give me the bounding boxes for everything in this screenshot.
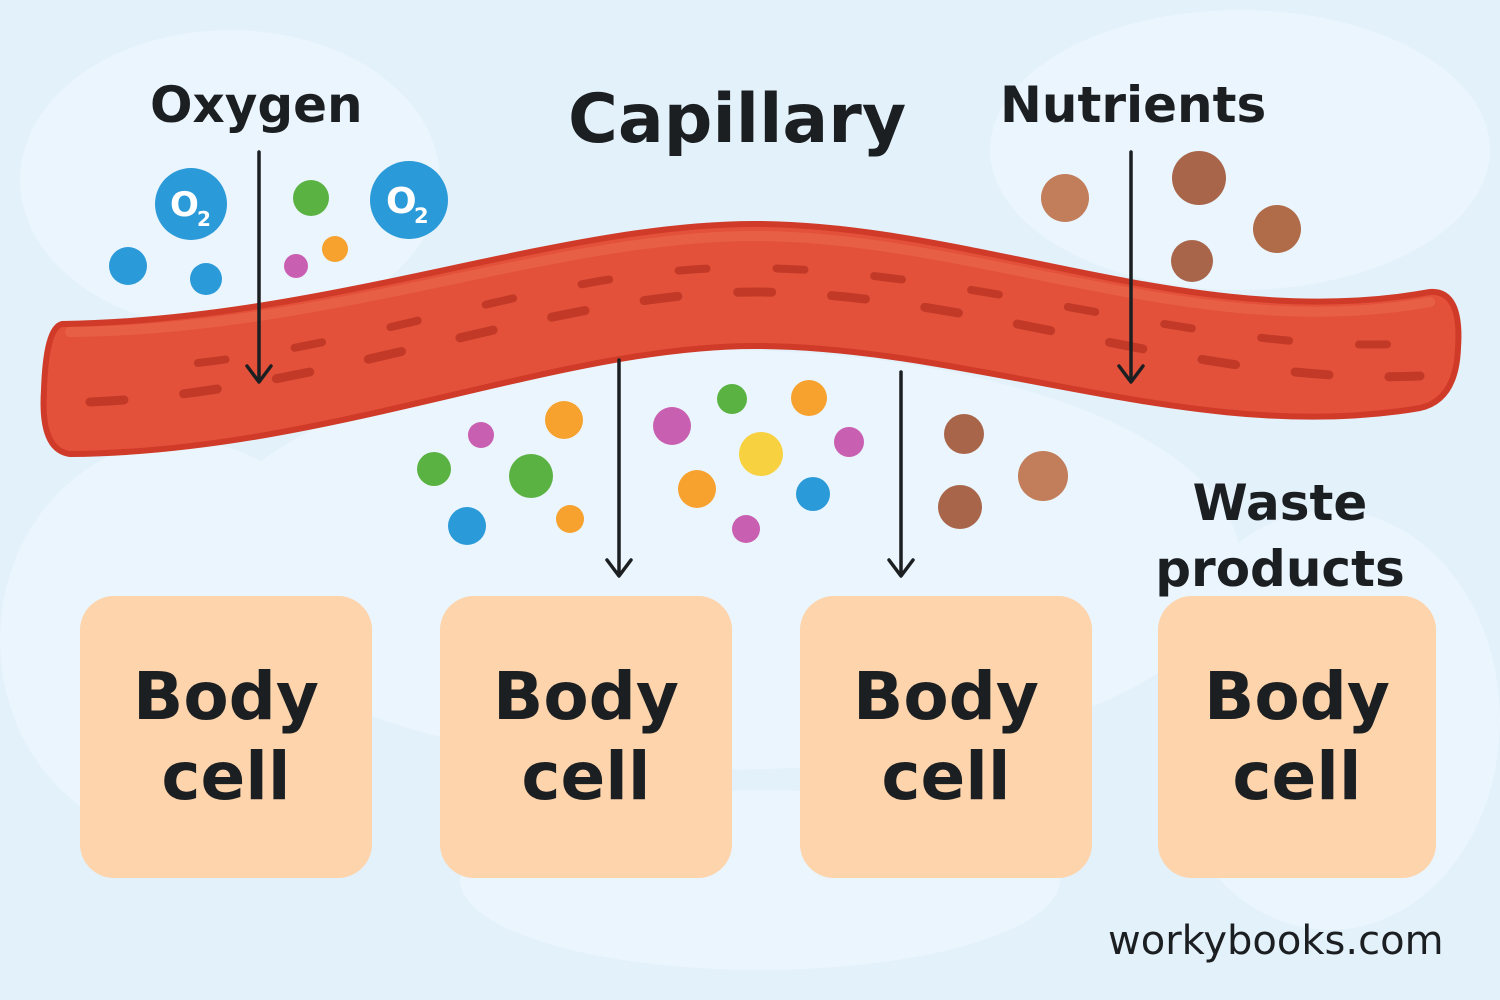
body-cell-label-line2: cell bbox=[521, 738, 651, 815]
capillary-vessel bbox=[40, 220, 1462, 458]
oxygen-particle bbox=[109, 247, 147, 285]
watermark: workybooks.com bbox=[1108, 918, 1444, 964]
oxygen-symbol-letter: O bbox=[170, 185, 199, 225]
arrow-to-cell-2 bbox=[605, 358, 633, 578]
background-blob bbox=[990, 10, 1490, 290]
body-cell: Body cell bbox=[440, 596, 732, 878]
body-cell-label-line1: Body bbox=[853, 658, 1039, 735]
particle-orange bbox=[678, 470, 716, 508]
particle-orange bbox=[791, 380, 827, 416]
nutrients-label: Nutrients bbox=[1000, 76, 1267, 134]
particle-blue bbox=[448, 507, 486, 545]
waste-particle bbox=[1018, 451, 1068, 501]
particle-pink bbox=[834, 427, 864, 457]
particle-orange bbox=[545, 401, 583, 439]
nutrient-particle bbox=[1253, 205, 1301, 253]
particle-yellow bbox=[739, 432, 783, 476]
waste-particle bbox=[944, 414, 984, 454]
body-cell-label-line1: Body bbox=[1204, 658, 1390, 735]
body-cell-label-line2: cell bbox=[161, 738, 291, 815]
body-cell: Body cell bbox=[80, 596, 372, 878]
body-cell-label-line2: cell bbox=[1232, 738, 1362, 815]
vessel-highlight bbox=[65, 230, 1435, 337]
particle-green bbox=[417, 452, 451, 486]
arrow-nutrients bbox=[1117, 150, 1145, 384]
particle-green bbox=[509, 454, 553, 498]
particle-orange bbox=[322, 236, 348, 262]
particle-blue bbox=[796, 477, 830, 511]
particle-orange bbox=[556, 505, 584, 533]
vessel-flow-dashes bbox=[85, 287, 1425, 407]
oxygen-molecule bbox=[370, 161, 448, 239]
body-cell: Body cell bbox=[800, 596, 1092, 878]
nutrient-particles bbox=[1041, 151, 1301, 282]
oxygen-symbol-letter: O bbox=[386, 181, 417, 222]
nutrient-particle bbox=[1171, 240, 1213, 282]
nutrient-particle bbox=[1172, 151, 1226, 205]
oxygen-molecule bbox=[155, 168, 227, 240]
particle-green bbox=[717, 384, 747, 414]
particle-pink bbox=[468, 422, 494, 448]
waste-products-label: Waste products bbox=[1155, 474, 1405, 598]
oxygen-molecules: O 2 O 2 bbox=[109, 161, 448, 295]
oxygen-particle bbox=[190, 263, 222, 295]
arrow-oxygen bbox=[245, 150, 273, 384]
released-particles bbox=[417, 380, 1068, 545]
particle-pink bbox=[732, 515, 760, 543]
oxygen-label: Oxygen bbox=[150, 76, 363, 134]
body-cell-label-line1: Body bbox=[493, 658, 679, 735]
arrows bbox=[245, 150, 1145, 578]
vessel-body bbox=[40, 220, 1462, 458]
particle-pink bbox=[653, 407, 691, 445]
body-cell-label-line1: Body bbox=[133, 658, 319, 735]
particle-pink bbox=[284, 254, 308, 278]
waste-particle bbox=[938, 485, 982, 529]
body-cell: Body cell bbox=[1158, 596, 1436, 878]
diagram-title: Capillary bbox=[568, 80, 907, 159]
nutrient-particle bbox=[1041, 174, 1089, 222]
body-cell-label-line2: cell bbox=[881, 738, 1011, 815]
oxygen-symbol-subscript: 2 bbox=[414, 204, 429, 228]
arrow-to-cell-3 bbox=[887, 370, 915, 578]
oxygen-symbol-subscript: 2 bbox=[197, 207, 211, 231]
particle-green bbox=[293, 180, 329, 216]
